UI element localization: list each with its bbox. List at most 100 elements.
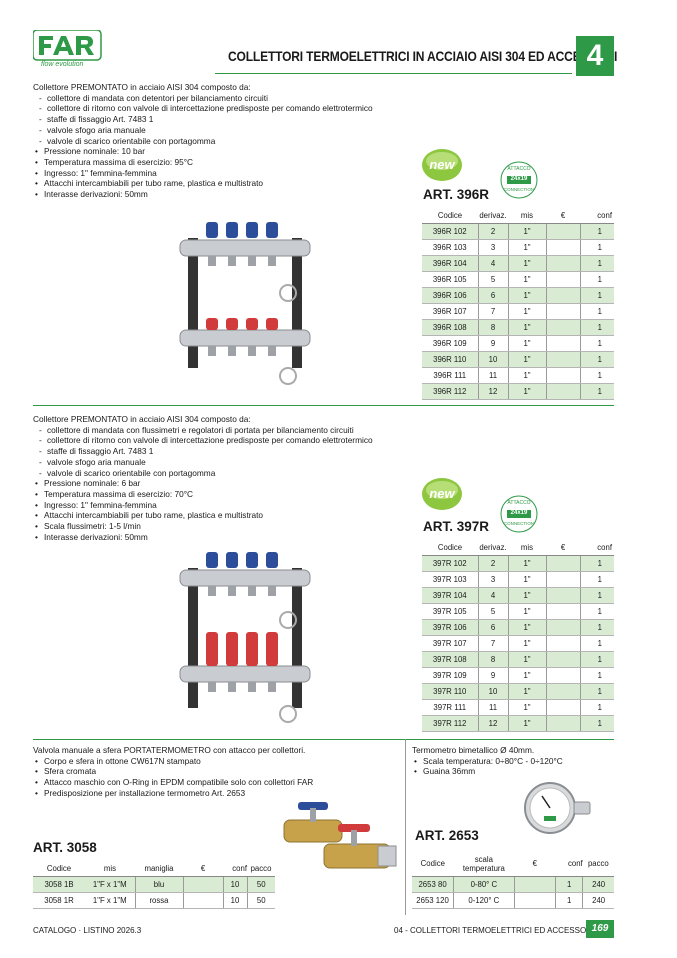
product-code-cell: 397R 103 <box>422 571 478 588</box>
table-cell <box>545 683 581 700</box>
table-cell: 1 <box>580 303 614 320</box>
art3058-intro: Valvola manuale a sfera PORTATERMOMETRO … <box>33 745 306 755</box>
product-code-cell: 396R 109 <box>422 335 478 352</box>
table-cell: 1 <box>580 383 614 400</box>
table-cell: 240 <box>582 892 614 909</box>
table-cell <box>545 651 581 668</box>
col-header-conf: conf <box>223 861 247 877</box>
table-cell: 1" <box>508 271 546 288</box>
table-cell: 1 <box>580 715 614 732</box>
product-code-cell: 397R 111 <box>422 699 478 716</box>
col-header-price: € <box>546 540 580 556</box>
art3058-title: ART. 3058 <box>33 840 97 855</box>
product-code-cell: 397R 102 <box>422 555 478 572</box>
new-badge-icon <box>422 149 462 181</box>
table-cell: 4 <box>477 587 509 604</box>
product-code-cell: 397R 109 <box>422 667 478 684</box>
connection-badge-bottom: CONNECTION <box>503 521 535 526</box>
col-header-price: € <box>514 852 556 877</box>
col-header-scala: scala temperatura <box>453 852 515 877</box>
table-cell: 1" <box>508 619 546 636</box>
connection-badge-mid: 24x19 <box>510 176 528 182</box>
connection-badge-icon <box>500 161 538 199</box>
column-divider <box>405 739 406 915</box>
table-cell: 1"F x 1"M <box>85 876 135 893</box>
new-badge-label: new <box>429 486 455 501</box>
table-cell: 2 <box>477 223 509 240</box>
art396r-dash-item: collettore di ritorno con valvole di int… <box>33 103 413 114</box>
art397r-dash-item: valvole sfogo aria manuale <box>33 457 413 468</box>
product-code-cell: 396R 105 <box>422 271 478 288</box>
table-cell: 50 <box>247 876 275 893</box>
new-badge: new <box>420 475 464 513</box>
table-cell: 10 <box>222 876 248 893</box>
connection-badge-top: ATTACCO <box>507 166 531 172</box>
table-cell: 1" <box>508 651 546 668</box>
chapter-number: 4 <box>576 36 614 76</box>
table-cell: 1 <box>580 587 614 604</box>
art2653-bullet-item: Scala temperatura: 0÷80°C - 0÷120°C <box>412 756 612 767</box>
art3058-bullet-item: Attacco maschio con O-Ring in EPDM compa… <box>33 777 398 788</box>
table-cell: 8 <box>477 651 509 668</box>
table-cell: 1" <box>508 319 546 336</box>
table-cell: 1 <box>580 255 614 272</box>
product-code-cell: 2653 120 <box>412 892 454 909</box>
thermometer-image-icon <box>524 782 591 834</box>
table-cell <box>545 223 581 240</box>
table-cell: 1" <box>508 683 546 700</box>
table-cell: 5 <box>477 603 509 620</box>
ball-valve-image-icon <box>283 802 397 869</box>
table-cell <box>545 303 581 320</box>
table-cell <box>545 383 581 400</box>
art3058-bullet-item: Predisposizione per installazione termom… <box>33 788 398 799</box>
table-cell <box>545 699 581 716</box>
art397r-dash-item: valvole di scarico orientabile con porta… <box>33 468 413 479</box>
table-cell: 1" <box>508 303 546 320</box>
table-cell: 10 <box>477 683 509 700</box>
table-cell: 10 <box>222 892 248 909</box>
col-header-codice: Codice <box>422 208 478 224</box>
col-header-codice: Codice <box>412 852 454 877</box>
col-header-derivaz: derivaz. <box>478 208 508 224</box>
table-cell: 1 <box>580 239 614 256</box>
col-header-codice: Codice <box>33 861 85 877</box>
product-code-cell: 397R 112 <box>422 715 478 732</box>
table-cell: 1" <box>508 635 546 652</box>
table-cell: 1 <box>580 699 614 716</box>
table-cell <box>545 351 581 368</box>
art2653-title: ART. 2653 <box>415 828 479 843</box>
product-code-cell: 396R 104 <box>422 255 478 272</box>
art397r-dash-item: staffe di fissaggio Art. 7483 1 <box>33 446 413 457</box>
table-cell: 12 <box>477 383 509 400</box>
product-code-cell: 397R 105 <box>422 603 478 620</box>
art3058-bullet-item: Corpo e sfera in ottone CW617N stampato <box>33 756 398 767</box>
product-code-cell: 396R 111 <box>422 367 478 384</box>
far-logo-icon <box>32 29 102 61</box>
table-cell: 1 <box>580 683 614 700</box>
table-cell: 1" <box>508 351 546 368</box>
table-cell: 9 <box>477 335 509 352</box>
art3058-bullet-item: Sfera cromata <box>33 766 398 777</box>
manifold-396r-image <box>170 218 320 388</box>
art397r-intro: Collettore PREMONTATO in acciaio AISI 30… <box>33 414 251 424</box>
art397r-title: ART. 397R <box>423 519 490 534</box>
table-cell: 1" <box>508 667 546 684</box>
manifold-image-icon <box>179 222 311 385</box>
table-cell: 7 <box>477 635 509 652</box>
table-cell: 1 <box>580 351 614 368</box>
